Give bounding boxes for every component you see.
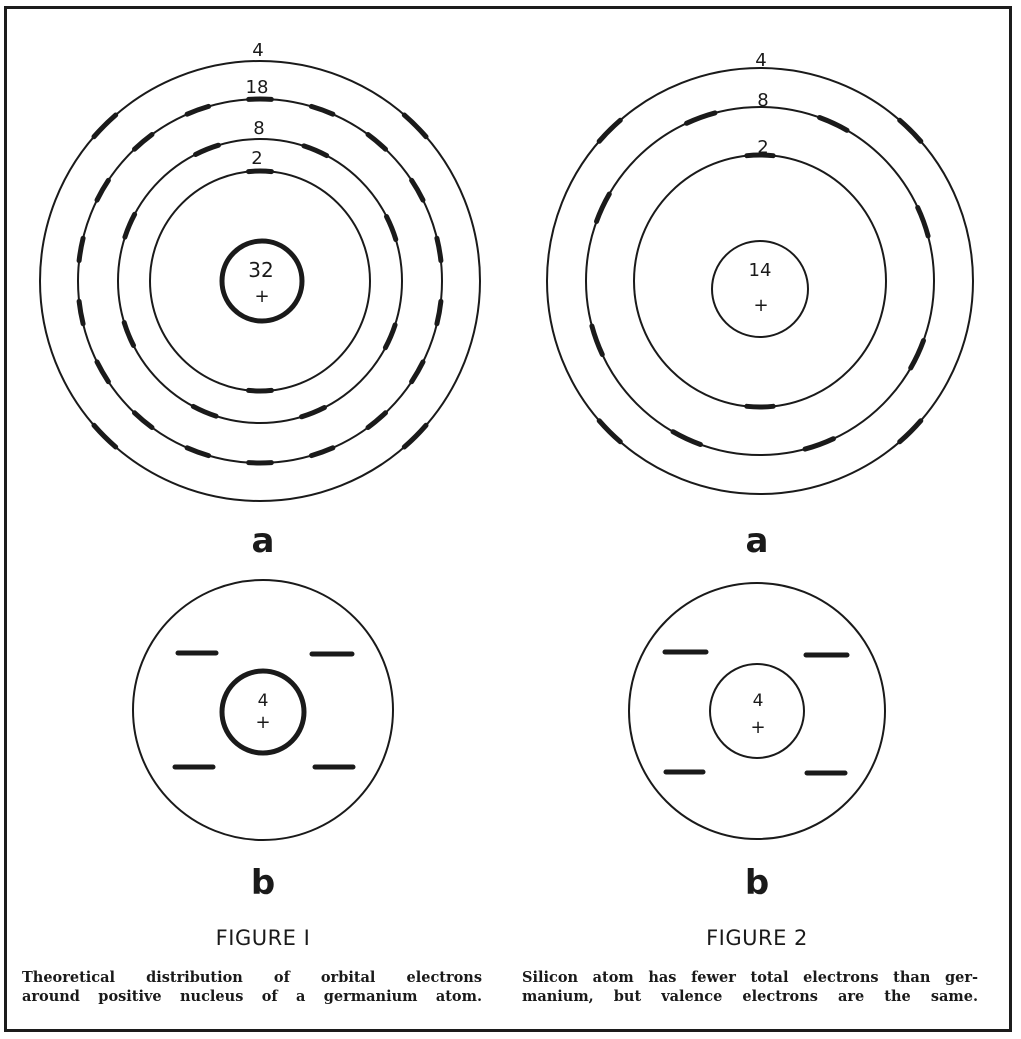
figure-2-caption: Silicon atom has fewer total electrons t… (522, 968, 978, 1006)
fig1a-nucleus-count: 32 (248, 258, 273, 282)
fig2a-shell-8-electron (592, 326, 602, 355)
fig1a-shell-4-electron (404, 425, 426, 447)
fig2a-shell-8-electron (687, 113, 716, 123)
fig2a-shell-label-2: 2 (757, 137, 768, 158)
fig2a-shell-8-electron (805, 439, 834, 449)
fig1a-shell-label-2: 2 (251, 148, 262, 169)
fig2a-shell-4-electron (900, 120, 921, 141)
fig2b-nucleus-sign: + (750, 717, 765, 738)
fig1a-shell-18-electron (368, 135, 386, 150)
fig1a-shell-18-electron (311, 106, 333, 114)
fig1a-shell-18-electron (187, 106, 209, 114)
figure-2-title: FIGURE 2 (607, 926, 907, 950)
fig1a-shell-label-18: 18 (246, 77, 269, 98)
fig2a-shell-4-electron (599, 120, 620, 141)
fig2a-shell-8-electron (597, 194, 610, 222)
fig2b-nucleus (710, 664, 804, 758)
fig2b-nucleus-count: 4 (753, 691, 764, 711)
fig2a-nucleus (712, 241, 808, 337)
fig1b-nucleus-sign: + (255, 712, 270, 733)
figure-1-caption: Theoretical distribution of orbital elec… (22, 968, 482, 1006)
fig1a-shell-18-electron (79, 301, 83, 324)
fig1a-shell-18-electron (412, 180, 423, 200)
fig1a-shell-18-electron (368, 413, 386, 428)
fig2a-nucleus-sign: + (753, 295, 768, 316)
fig2b-outer-shell (629, 583, 885, 839)
fig1a-shell-4-electron (94, 115, 116, 137)
fig1a-shell-18-electron (437, 238, 441, 261)
fig1a-label: a (252, 521, 275, 561)
fig1a-shell-18-electron (187, 448, 209, 456)
figure-1-caption-line-1: Theoretical distribution of orbital elec… (22, 968, 482, 987)
fig1a-shell-8-electron (385, 325, 395, 348)
fig1a-shell-8-electron (196, 145, 219, 154)
fig1a-shell-8-electron (124, 323, 133, 346)
fig2a-shell-4-electron (599, 421, 620, 442)
fig2a-label: a (746, 521, 769, 561)
fig1a-shell-4-electron (94, 425, 116, 447)
fig1a-shell-label-4: 4 (252, 40, 263, 61)
fig2b-label: b (745, 863, 769, 903)
fig1a-shell-18-electron (135, 413, 153, 428)
fig1b-label: b (251, 863, 275, 903)
figure-2-caption-line-1: Silicon atom has fewer total electrons t… (522, 968, 978, 987)
fig1a-shell-18-electron (311, 448, 333, 456)
fig1a-shell-4-electron (404, 115, 426, 137)
fig1a-shell-8-electron (302, 408, 325, 417)
fig1a-shell-18-electron (97, 180, 108, 200)
figure-1-title: FIGURE I (113, 926, 413, 950)
fig1a-shell-8-electron (125, 214, 135, 237)
fig2a-shell-2-electron (747, 406, 773, 407)
fig1a-nucleus-sign: + (254, 286, 269, 307)
fig2a-shell-8-electron (820, 118, 848, 131)
fig1a-shell-18-electron (437, 301, 441, 324)
fig2a-shell-8-electron (911, 341, 924, 369)
fig2a-shell-8 (586, 107, 934, 455)
fig1a-shell-8-electron (304, 146, 327, 156)
fig2a-shell-8-electron (918, 208, 928, 237)
fig1a-shell-18-electron (79, 238, 83, 261)
fig1a-shell-2-electron (249, 390, 272, 391)
fig1a-shell-2-electron (249, 171, 272, 172)
fig1a-shell-8-electron (387, 217, 396, 240)
fig1a-shell-18-electron (135, 135, 153, 150)
fig1a-shell-8-electron (193, 406, 216, 416)
fig2a-shell-2 (634, 155, 886, 407)
fig2a-shell-8-electron (673, 432, 701, 445)
fig2a-shell-label-4: 4 (755, 50, 766, 71)
fig2a-shell-label-8: 8 (757, 90, 768, 111)
fig1a-shell-label-8: 8 (253, 118, 264, 139)
fig1a-shell-18-electron (412, 362, 423, 382)
figure-2-caption-line-2: manium, but valence electrons are the sa… (522, 987, 978, 1006)
fig1b-nucleus-count: 4 (258, 691, 269, 711)
fig2a-shell-4-electron (900, 421, 921, 442)
fig1a-shell-18-electron (97, 362, 108, 382)
fig2a-nucleus-count: 14 (749, 260, 772, 281)
figure-1-caption-line-2: around positive nucleus of a germanium a… (22, 987, 482, 1006)
